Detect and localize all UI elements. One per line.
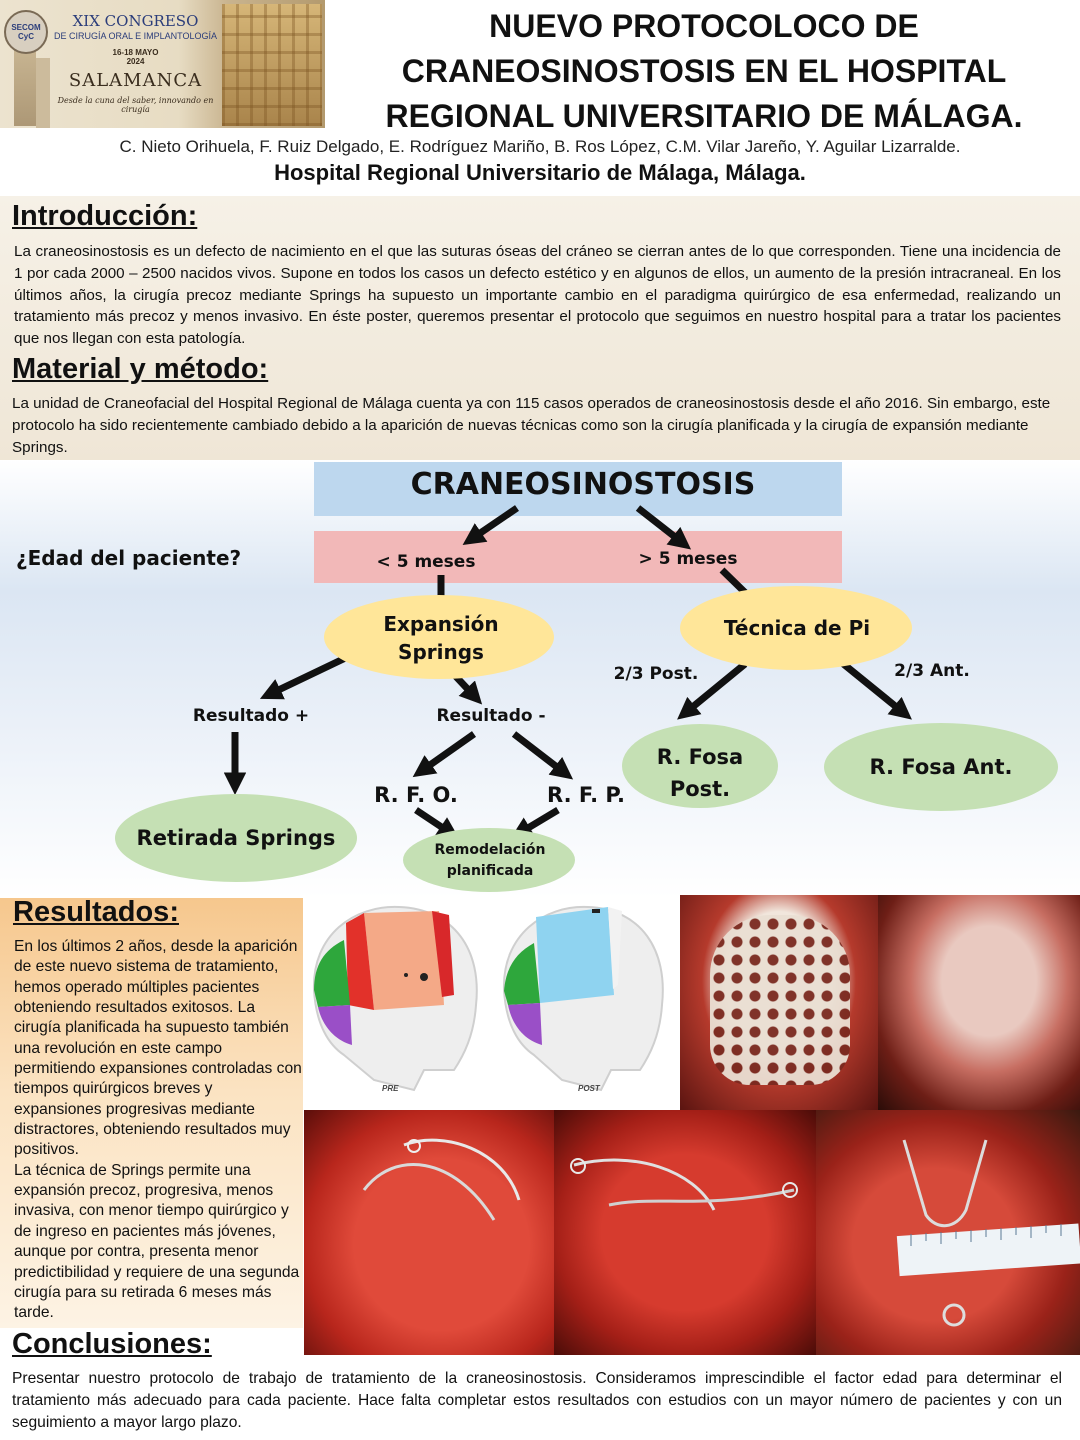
facade-illustration [222,4,322,126]
flow-pi-ellipse [680,586,912,670]
spring-ruler-drawing [896,1139,1080,1327]
flow-result-neg: Resultado - [436,706,545,726]
conclusions-text: Presentar nuestro protocolo de trabajo d… [12,1370,1062,1431]
flow-top-box [314,462,842,516]
intro-text: La craneosinostosis es un defecto de nac… [14,243,1061,348]
skull-post-drawing: POST [502,905,664,1093]
method-text: La unidad de Craneofacial del Hospital R… [12,395,1051,456]
flow-arrow [412,731,477,778]
flow-rfo-label: R. F. O. [374,783,458,807]
congress-year: 2024 [126,57,145,66]
skull-post-image: POST [496,895,680,1110]
flow-remodel-line1: Remodelación [435,842,546,858]
springs-surgery-photo-1 [304,1110,554,1355]
authors-line: C. Nieto Orihuela, F. Ruiz Delgado, E. R… [119,137,961,156]
flow-question: ¿Edad del paciente? [16,546,241,570]
flow-retirada-label: Retirada Springs [137,826,336,850]
congress-days: 16-18 MAYO [112,48,159,57]
flow-age-lt: < 5 meses [377,552,476,572]
congress-city: SALAMANCA [68,70,203,91]
flow-rfp-label: R. F. P. [547,783,625,807]
skull-pre-label: PRE [382,1084,399,1093]
results-paragraph-2: La técnica de Springs permite una expans… [14,1161,300,1322]
flow-arrow [414,807,460,839]
flow-fosa-ant-ellipse [824,723,1058,811]
flow-age-gt: > 5 meses [639,549,738,569]
results-paragraph-1: En los últimos 2 años, desde la aparició… [14,938,302,1159]
flow-fosa-post-line1: R. Fosa [657,745,743,769]
intro-heading: Introducción: [12,200,198,232]
flow-arrow [677,661,748,720]
results-background [0,898,303,1328]
cutting-guide-image [710,915,850,1085]
congress-subtitle: DE CIRUGÍA ORAL E IMPLANTOLOGÍA [53,31,218,41]
flow-remodel-ellipse [403,828,575,892]
flow-result-pos: Resultado + [193,706,309,726]
cathedral-tower-illustration [36,58,50,128]
flow-remodel-line2: planificada [447,863,534,879]
results-text: En los últimos 2 años, desde la aparició… [14,937,302,1324]
flow-post-label: 2/3 Post. [614,664,699,684]
flow-springs-line2: Springs [398,640,484,664]
flow-pi-label: Técnica de Pi [724,616,870,640]
conclusions-heading: Conclusiones: [12,1328,212,1360]
spring-wire-drawing [570,1158,798,1211]
spring-wire-drawing [362,1138,521,1221]
congress-edition: XIX CONGRESO [72,12,199,30]
flow-retirada-ellipse [115,794,357,882]
flow-ant-label: 2/3 Ant. [894,661,970,681]
congress-logo: SECOM CyC XIX CONGRESO DE CIRUGÍA ORAL E… [0,0,325,128]
flow-arrow [838,659,912,720]
congress-motto: Desde la cuna del saber, innovando en ci… [57,96,214,114]
flow-springs-line1: Expansión [383,612,498,636]
intro-background [0,196,1080,464]
hospital-affiliation: Hospital Regional Universitario de Málag… [274,160,806,185]
surgical-mesh-photo [680,895,878,1110]
flow-arrow [511,731,574,780]
flow-top-label: CRANEOSINOSTOSIS [411,467,756,502]
results-heading: Resultados: [13,896,179,928]
cathedral-tower-illustration [14,30,36,126]
springs-surgery-photo-2 [554,1110,816,1355]
poster-title: NUEVO PROTOCOLOCO DE CRANEOSINOSTOSIS EN… [385,8,1023,134]
flow-fosa-ant-label: R. Fosa Ant. [870,755,1013,779]
flow-age-box [314,531,842,583]
skull-post-label: POST [578,1084,601,1093]
congress-dates: 16-18 MAYO 2024 [48,48,223,66]
flow-fosa-post-ellipse [622,724,778,808]
flow-arrow [462,505,519,546]
protocol-flowchart: CRANEOSINOSTOSIS ¿Edad del paciente? < 5… [16,462,1058,892]
method-heading: Material y método: [12,353,269,385]
skull-pre-image: PRE [304,895,496,1110]
flow-fosa-post-line2: Post. [670,777,730,801]
flow-arrow [635,505,692,550]
flow-springs-ellipse [324,595,554,679]
skull-pre-drawing: PRE [312,905,478,1093]
ruler-ticks [910,1224,1062,1246]
springs-surgery-photo-3 [816,1110,1080,1355]
society-badge-icon: SECOM CyC [4,10,48,54]
exposed-cranium-photo [878,895,1080,1110]
flow-arrow [510,806,560,839]
